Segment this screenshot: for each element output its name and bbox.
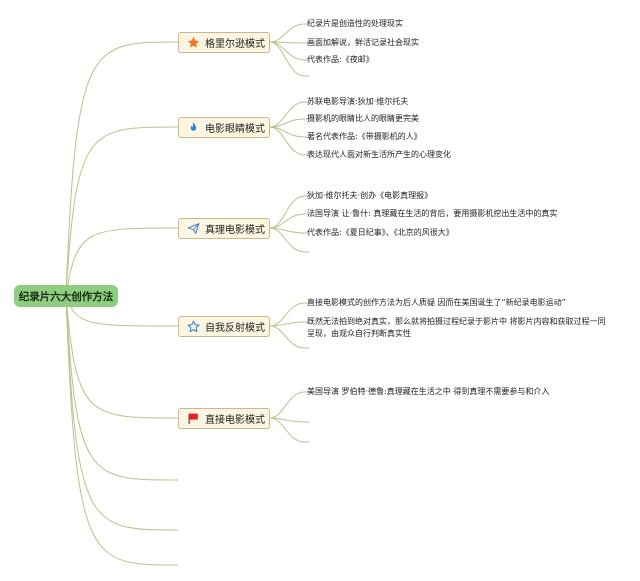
leaf-item[interactable]: 狄加·维尔托夫·创办《电影真理报》 — [307, 191, 433, 200]
topic-kino-eye[interactable]: 电影眼睛模式 — [178, 117, 270, 138]
root-connector — [65, 295, 179, 481]
root-topic-label: 纪录片六大创作方法 — [18, 290, 114, 303]
topic-connector — [269, 101, 306, 128]
leaf-item[interactable]: 代表作品:《夏日纪事》、《北京的风很大》 — [307, 228, 454, 237]
topic-reflexive[interactable]: 自我反射模式 — [178, 316, 270, 337]
topic-connector — [269, 126, 306, 156]
topic-direct-cinema[interactable]: 直接电影模式 — [178, 408, 270, 429]
topic-label: 格里尔逊模式 — [205, 39, 265, 50]
topic-cinema-verite[interactable]: 真理电影模式 — [178, 218, 270, 239]
topic-connector — [269, 302, 306, 327]
root-connector — [65, 126, 179, 297]
leaf-item[interactable]: 表达现代人面对新生活所产生的心理变化 — [307, 150, 451, 159]
leaf-item[interactable]: 直接电影模式的创作方法为后人质疑 因而在美国诞生了“新纪录电影运动” — [307, 298, 566, 307]
leaf-item[interactable]: 法国导演 让·鲁什: 真理藏在生活的背后，要用摄影机挖出生活中的真实 — [307, 209, 558, 218]
root-connector — [65, 41, 179, 297]
topic-connector — [269, 23, 306, 43]
topic-connector — [269, 195, 306, 229]
topic-connector — [269, 227, 306, 253]
root-topic[interactable]: 纪录片六大创作方法 — [14, 285, 118, 307]
topic-connector — [269, 321, 306, 327]
leaf-item[interactable]: 美国导演 罗伯特·德鲁:真理藏在生活之中 得到真理不需要参与和介入 — [307, 387, 550, 396]
topic-connector — [269, 325, 306, 349]
topic-grierson[interactable]: 格里尔逊模式 — [178, 32, 270, 53]
topic-connector — [269, 391, 306, 419]
topic-label: 真理电影模式 — [205, 225, 265, 236]
topic-connector — [269, 417, 306, 443]
root-connector — [65, 295, 179, 419]
topic-label: 自我反射模式 — [205, 323, 265, 334]
paper-plane-icon — [187, 222, 200, 235]
root-connector — [65, 295, 179, 531]
root-connector — [65, 227, 179, 297]
leaf-item[interactable]: 既然无法拍到绝对真实，那么就将拍摄过程纪录于影片中 将影片内容和获取过程一同呈现… — [307, 317, 606, 338]
leaf-item[interactable]: 纪录片是创造性的处理现实 — [307, 19, 403, 28]
leaf-item[interactable]: 苏联电影导演:狄加·维尔托夫 — [307, 97, 409, 106]
topic-connector — [269, 41, 306, 61]
leaf-item[interactable]: 画面加解说，鲜活记录社会现实 — [307, 38, 419, 47]
star-outline-icon — [187, 320, 200, 333]
leaf-item[interactable]: 著名代表作品:《带摄影机的人》 — [307, 132, 422, 141]
leaf-item[interactable]: 摄影机的眼睛比人的眼睛更完美 — [307, 114, 419, 123]
topic-connector — [269, 41, 306, 77]
topic-connector — [269, 417, 306, 423]
topic-connector — [269, 213, 306, 229]
topic-label: 直接电影模式 — [205, 415, 265, 426]
red-flag-icon — [187, 412, 200, 425]
root-connector — [65, 295, 179, 566]
flame-icon — [187, 121, 200, 134]
leaf-item[interactable]: 代表作品:《夜邮》 — [307, 55, 374, 64]
topic-label: 电影眼睛模式 — [205, 124, 265, 135]
star-icon — [187, 36, 200, 49]
